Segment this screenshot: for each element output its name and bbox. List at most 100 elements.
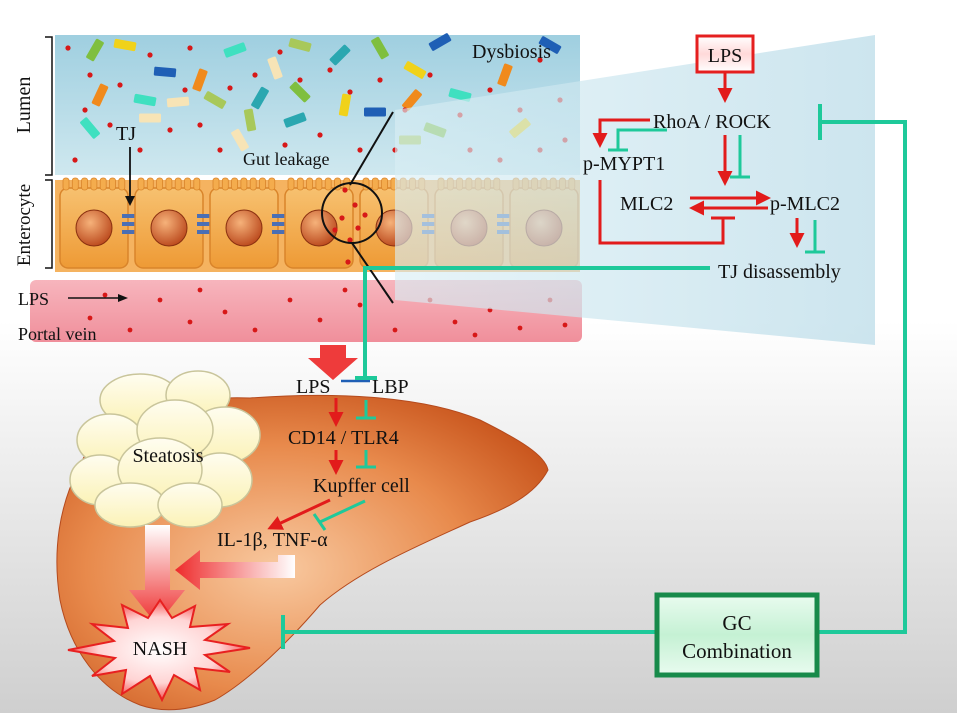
lps-particle: [345, 259, 351, 265]
bacterium: [203, 91, 227, 109]
bacterium: [80, 117, 100, 139]
tj-pointer-head: [125, 196, 135, 206]
microvillus: [315, 177, 323, 191]
lps-particle: [72, 157, 78, 163]
lps-particle: [187, 45, 193, 51]
bacterium: [283, 112, 307, 128]
lps-particle: [377, 77, 383, 83]
bacterium: [86, 38, 104, 62]
microvillus: [249, 177, 257, 191]
bacterium: [231, 128, 249, 152]
microvillus: [240, 177, 248, 191]
lps-particle: [277, 49, 283, 55]
lps-particle: [342, 187, 348, 193]
lps-particle: [147, 52, 153, 58]
microvillus: [146, 177, 154, 191]
steatosis-label: Steatosis: [132, 445, 203, 467]
gc-line2: Combination: [682, 639, 792, 663]
tight-junction: [122, 214, 144, 218]
activation-arrows: [592, 73, 805, 248]
microvillus: [99, 177, 107, 191]
cytokines-label: IL-1β, TNF-α: [217, 529, 328, 551]
zoom-line-top: [349, 111, 394, 186]
lps-particle: [347, 237, 353, 243]
lps-particle: [107, 122, 113, 128]
lps-particle: [352, 202, 358, 208]
lps-particle: [355, 225, 361, 231]
tight-junction: [122, 222, 144, 226]
microvillus: [193, 177, 201, 191]
enterocyte-bracket: [45, 179, 53, 269]
lps-particle: [102, 292, 108, 298]
lps-particle: [452, 319, 458, 325]
bacterium: [497, 63, 513, 87]
enterocyte-label: Enterocyte: [14, 184, 35, 266]
lps-vessel-label: LPS: [18, 289, 49, 309]
microvillus: [231, 177, 239, 191]
lps-particle: [287, 297, 293, 303]
vessel-to-liver-arrow: [308, 345, 358, 380]
lps-particle: [362, 212, 368, 218]
microvillus: [90, 177, 98, 191]
gc-inhibition-lines: [281, 104, 907, 649]
microvillus: [324, 177, 332, 191]
microvillus: [174, 177, 182, 191]
tight-junction: [197, 222, 219, 226]
microvillus: [156, 177, 164, 191]
lps-particle: [197, 287, 203, 293]
lps-particles: [87, 287, 568, 338]
cell-nucleus: [150, 209, 188, 247]
nash-starburst: [67, 598, 251, 703]
lps-particle: [217, 147, 223, 153]
bacterium: [538, 36, 562, 54]
bacterium: [251, 86, 269, 110]
tj-disassembly-label: TJ disassembly: [718, 261, 841, 283]
microvillus: [109, 177, 116, 191]
microvillus: [71, 177, 79, 191]
rhoa-rock-label: RhoA / ROCK: [653, 111, 771, 133]
lps-particle: [157, 297, 163, 303]
liver-inhibition-arrows: [312, 400, 376, 531]
bacterium: [448, 88, 472, 102]
lps-particle: [357, 147, 363, 153]
lps-particle: [317, 317, 323, 323]
p-mypt1-label: p-MYPT1: [583, 153, 665, 175]
lps-particle: [339, 215, 345, 221]
lps-particle: [167, 127, 173, 133]
bacterium: [371, 36, 389, 60]
lps-particle: [222, 309, 228, 315]
bacterium: [133, 93, 157, 107]
lps-particle: [347, 89, 353, 95]
bacterium: [402, 89, 422, 111]
zoom-line-bottom: [351, 242, 394, 304]
dysbiosis-label: Dysbiosis: [472, 41, 551, 63]
bacterium: [364, 107, 386, 117]
microvillus: [118, 177, 126, 191]
tight-junction: [197, 214, 219, 218]
lps-particle: [282, 142, 288, 148]
microvillus: [221, 177, 229, 191]
microvillus: [81, 177, 88, 191]
microvillus: [296, 177, 304, 191]
microvillus: [62, 177, 70, 191]
lps-particle: [427, 72, 433, 78]
bacterium: [403, 61, 427, 79]
mlc2-label: MLC2: [620, 193, 673, 215]
lps-particle: [182, 87, 188, 93]
bacterium: [153, 66, 177, 78]
lumen-bracket: [45, 36, 53, 176]
tight-junction: [122, 230, 144, 234]
bacterium: [338, 93, 352, 117]
tight-junction: [272, 214, 294, 218]
kupffer-label: Kupffer cell: [313, 475, 410, 497]
lumen-label: Lumen: [13, 77, 35, 134]
lps-particle: [537, 57, 543, 63]
lps-particle: [342, 287, 348, 293]
lps-particle: [117, 82, 123, 88]
nash-label: NASH: [133, 638, 187, 660]
lps-particle: [65, 45, 71, 51]
lps-particle: [197, 122, 203, 128]
bacterium: [243, 108, 257, 132]
cell-nucleus: [75, 209, 113, 247]
